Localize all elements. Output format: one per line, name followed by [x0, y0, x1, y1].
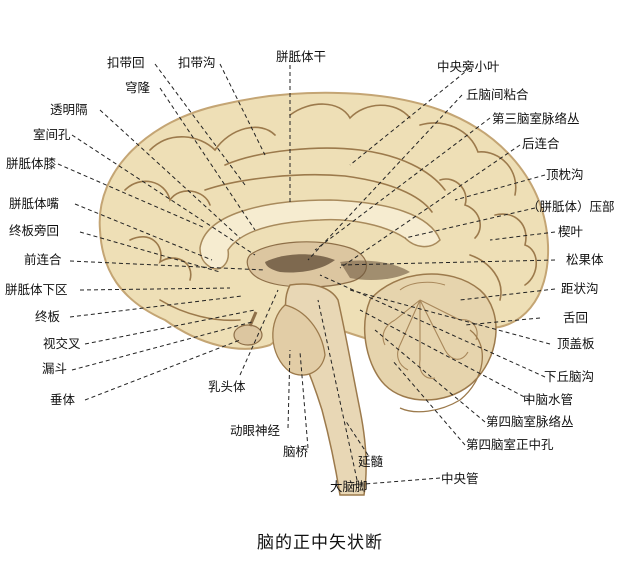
figure-caption: 脑的正中矢状断 — [257, 533, 383, 553]
label-hypothalamic-sulcus: 下丘脑沟 — [544, 369, 595, 384]
label-tectum: 顶盖板 — [557, 336, 595, 351]
label-optic-chiasm: 视交叉 — [43, 336, 81, 351]
label-interthalamic-adhesion: 丘脑间粘合 — [466, 87, 529, 102]
pons-bulge — [272, 304, 326, 376]
label-lingual-gyrus: 舌回 — [563, 310, 589, 325]
cerebellum — [363, 273, 497, 401]
leader-lines — [57, 58, 556, 486]
label-cingulate-sulcus: 扣带沟 — [178, 55, 216, 70]
label-pons: 脑桥 — [283, 444, 309, 459]
posterior-ventricle — [340, 260, 410, 280]
label-genu-corpus-callosum: 胼胝体膝 — [6, 156, 57, 171]
label-corpus-callosum-trunk: 胼胝体干 — [276, 49, 327, 64]
label-oculomotor-nerve: 动眼神经 — [230, 423, 281, 438]
label-rostrum-corpus-callosum: 胼胝体嘴 — [9, 196, 60, 211]
label-choroid-plexus-third-ventricle: 第三脑室脉络丛 — [492, 111, 580, 126]
label-paraterminal-gyrus: 终板旁回 — [9, 223, 60, 238]
label-cuneus: 楔叶 — [558, 224, 584, 239]
label-splenium: （胼胝体）压部 — [527, 199, 615, 214]
label-anterior-commissure: 前连合 — [24, 252, 62, 267]
label-calcarine-sulcus: 距状沟 — [561, 281, 599, 296]
ventricle-region — [265, 254, 335, 273]
infundibulum-stalk — [248, 311, 258, 327]
label-lamina-terminalis: 终板 — [35, 309, 61, 324]
label-subcallosal-area: 胼胝体下区 — [5, 282, 68, 297]
label-cerebral-aqueduct: 中脑水管 — [523, 392, 574, 407]
label-mammillary-body: 乳头体 — [208, 379, 246, 394]
label-choroid-plexus-fourth-ventricle: 第四脑室脉络丛 — [486, 414, 574, 429]
label-infundibulum: 漏斗 — [42, 361, 68, 376]
occipital-base — [399, 329, 483, 413]
label-posterior-commissure: 后连合 — [522, 136, 560, 151]
hypophysis-shape — [233, 324, 263, 346]
label-pineal-body: 松果体 — [566, 252, 604, 267]
label-fornix: 穹隆 — [125, 80, 151, 95]
label-central-canal: 中央管 — [441, 471, 479, 486]
label-paracentral-lobule: 中央旁小叶 — [437, 59, 500, 74]
label-cerebral-peduncle: 大脑脚 — [330, 479, 368, 494]
label-septum-pellucidum: 透明隔 — [50, 102, 88, 117]
label-cingulate-gyrus: 扣带回 — [107, 55, 145, 70]
label-medulla-oblongata: 延髓 — [358, 454, 384, 469]
label-parieto-occipital-sulcus: 顶枕沟 — [546, 167, 584, 182]
sulci — [124, 103, 538, 322]
label-median-aperture-fourth-ventricle: 第四脑室正中孔 — [466, 437, 554, 452]
label-hypophysis: 垂体 — [50, 392, 76, 407]
label-interventricular-foramen: 室间孔 — [33, 127, 71, 142]
corpus-callosum — [199, 199, 441, 270]
